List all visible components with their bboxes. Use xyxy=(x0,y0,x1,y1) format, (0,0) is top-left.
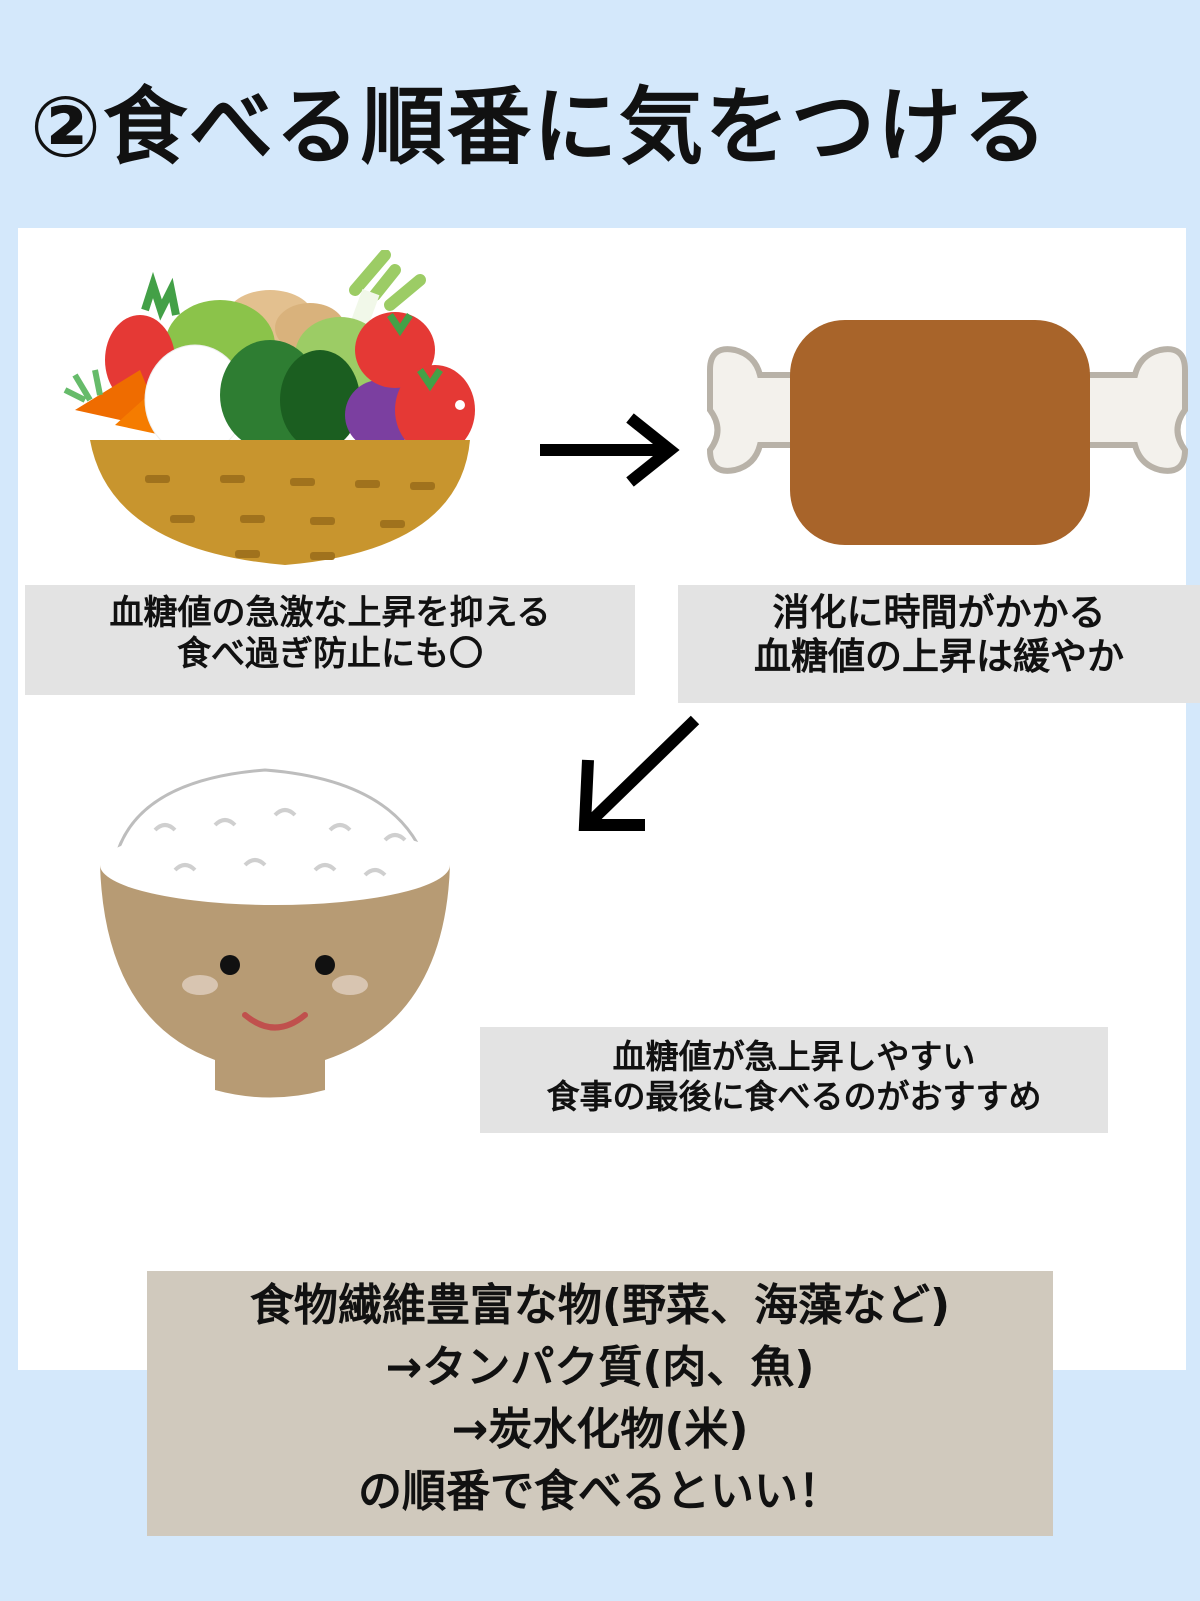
vegetable-caption: 血糖値の急激な上昇を抑える 食べ過ぎ防止にも〇 xyxy=(25,585,635,695)
arrow-right-icon xyxy=(540,413,680,487)
meat-caption: 消化に時間がかかる 血糖値の上昇は緩やか xyxy=(678,585,1200,703)
arrow-down-left-icon xyxy=(578,715,700,831)
summary-line: の順番で食べるといい！ xyxy=(358,1466,842,1517)
summary-box: 食物繊維豊富な物(野菜、海藻など) →タンパク質(肉、魚) →炭水化物(米) の… xyxy=(147,1271,1053,1536)
rice-bowl-icon xyxy=(100,768,450,1098)
summary-line: 食物繊維豊富な物(野菜、海藻など) xyxy=(249,1280,951,1331)
vegetable-basket-icon xyxy=(63,250,475,565)
rice-caption: 血糖値が急上昇しやすい 食事の最後に食べるのがおすすめ xyxy=(480,1027,1108,1133)
page-title: ②食べる順番に気をつける xyxy=(30,78,1050,176)
summary-line: →炭水化物(米) xyxy=(451,1404,749,1455)
summary-line: →タンパク質(肉、魚) xyxy=(385,1342,815,1393)
meat-on-bone-icon xyxy=(706,320,1189,545)
